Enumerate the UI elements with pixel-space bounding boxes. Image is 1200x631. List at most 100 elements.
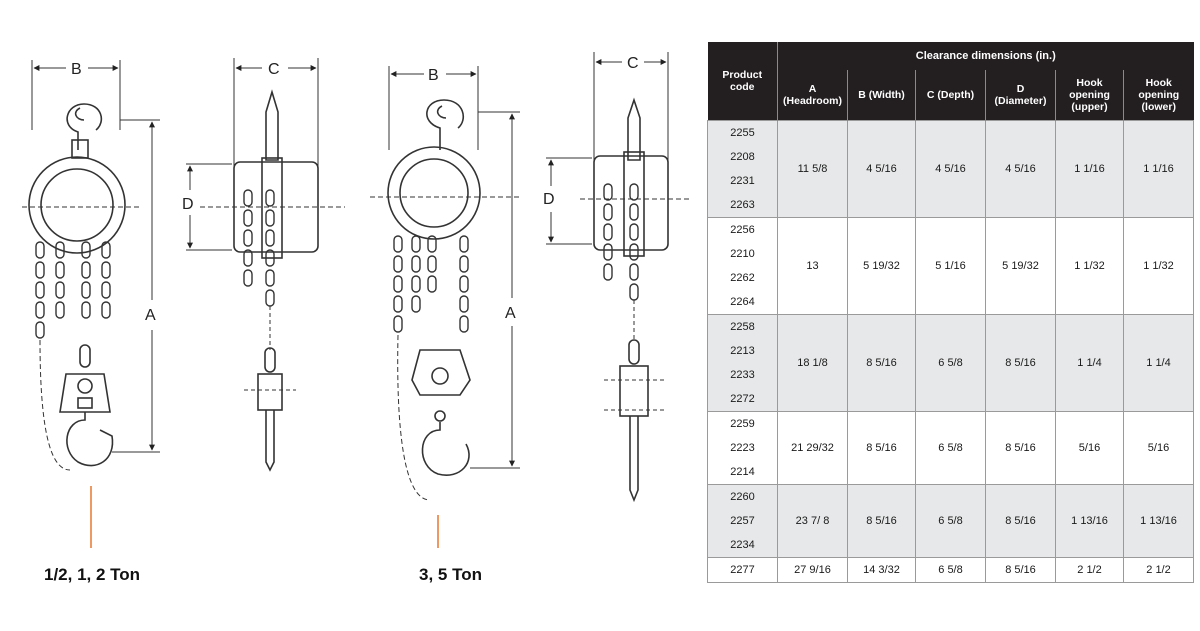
dimension-cell: 1 1/16 — [1055, 119, 1124, 218]
column-header: D(Diameter) — [985, 70, 1056, 120]
table-row: 2231 — [707, 168, 1194, 193]
product-code-cell: 2258 — [707, 313, 778, 339]
table-row: 2234 — [707, 532, 1194, 558]
dimension-cell: 5 1/16 — [915, 216, 986, 315]
dimension-cell: 8 5/16 — [847, 410, 916, 485]
dim-label-a-large: A — [505, 305, 516, 322]
column-header-line: (lower) — [1141, 100, 1176, 113]
dimension-cell: 5/16 — [1122, 410, 1195, 485]
product-code-cell: 2208 — [707, 144, 778, 169]
product-code-cell: 2233 — [707, 362, 778, 387]
dimension-cell: 5/16 — [1055, 410, 1124, 485]
column-header-line: D — [1016, 82, 1025, 95]
dimension-cell: 2 1/2 — [1122, 556, 1195, 583]
product-code-cell: 2262 — [707, 265, 778, 290]
dim-label-b-large: B — [428, 67, 439, 84]
dimension-cell: 27 9/16 — [777, 556, 848, 583]
table-row: 2214 — [707, 459, 1194, 485]
dim-label-d-small: D — [182, 196, 194, 213]
product-code-cell: 2223 — [707, 435, 778, 460]
dimension-cell: 8 5/16 — [847, 313, 916, 412]
dimension-cell: 13 — [777, 216, 848, 315]
table-row: 2233 — [707, 362, 1194, 387]
column-header-line: B (Width) — [858, 88, 905, 101]
product-code-cell: 2264 — [707, 289, 778, 315]
dimension-cell: 1 1/16 — [1122, 119, 1195, 218]
column-header: A(Headroom) — [777, 70, 848, 120]
clearance-group-header: Clearance dimensions (in.) — [776, 42, 1194, 70]
product-code-cell: 2214 — [707, 459, 778, 485]
product-code-header-line: code — [729, 80, 755, 93]
product-code-cell: 2256 — [707, 216, 778, 242]
product-code-cell: 2257 — [707, 508, 778, 533]
dim-label-b-small: B — [71, 61, 82, 78]
dim-label-a-small: A — [145, 307, 156, 324]
dimension-cell: 1 1/4 — [1122, 313, 1195, 412]
table-row: 2210 — [707, 241, 1194, 266]
dimension-cell: 4 5/16 — [915, 119, 986, 218]
dim-label-d-large: D — [543, 191, 555, 208]
column-header-line: C (Depth) — [926, 88, 975, 101]
dimension-cell: 8 5/16 — [985, 483, 1056, 558]
column-header-line: A — [808, 82, 817, 95]
dimension-cell: 6 5/8 — [915, 556, 986, 583]
dimension-cell: 8 5/16 — [985, 410, 1056, 485]
dimension-cell: 11 5/8 — [777, 119, 848, 218]
product-code-cell: 2263 — [707, 192, 778, 218]
product-code-cell: 2260 — [707, 483, 778, 509]
product-code-cell: 2255 — [707, 119, 778, 145]
column-header-line: opening — [1069, 88, 1110, 101]
dimension-cell: 6 5/8 — [915, 313, 986, 412]
hoist-small-side-view — [186, 58, 345, 472]
dimension-cell: 6 5/8 — [915, 483, 986, 558]
column-header-line: (Headroom) — [783, 94, 842, 107]
dimension-cell: 1 1/32 — [1122, 216, 1195, 315]
table-row: 2213 — [707, 338, 1194, 363]
dimension-cell: 4 5/16 — [847, 119, 916, 218]
product-code-cell: 2234 — [707, 532, 778, 558]
dimension-cell: 8 5/16 — [985, 556, 1056, 583]
product-code-cell: 2231 — [707, 168, 778, 193]
column-header-line: (Diameter) — [994, 94, 1047, 107]
table-row: 2257 — [707, 508, 1194, 533]
hoist-large-front-view — [370, 66, 520, 501]
column-header-line: (upper) — [1071, 100, 1108, 113]
hoist-large-side-view — [546, 52, 690, 503]
product-code-cell: 2213 — [707, 338, 778, 363]
table-row: 2208 — [707, 144, 1194, 169]
dim-label-c-small: C — [268, 61, 280, 78]
dimension-cell: 4 5/16 — [985, 119, 1056, 218]
product-code-cell: 2272 — [707, 386, 778, 412]
table-row: 2223 — [707, 435, 1194, 460]
product-code-cell: 2277 — [707, 556, 778, 583]
dimension-cell: 1 1/32 — [1055, 216, 1124, 315]
column-header: C (Depth) — [915, 70, 986, 120]
column-header-line: Hook — [1145, 76, 1172, 89]
table-row: 2263 — [707, 192, 1194, 218]
table-row: 2264 — [707, 289, 1194, 315]
dimension-cell: 5 19/32 — [985, 216, 1056, 315]
dimension-cell: 1 1/4 — [1055, 313, 1124, 412]
product-code-cell: 2210 — [707, 241, 778, 266]
dimension-cell: 1 13/16 — [1122, 483, 1195, 558]
dimension-cell: 5 19/32 — [847, 216, 916, 315]
dimension-cell: 8 5/16 — [985, 313, 1056, 412]
dimension-cell: 2 1/2 — [1055, 556, 1124, 583]
dimension-cell: 14 3/32 — [847, 556, 916, 583]
dimension-cell: 1 13/16 — [1055, 483, 1124, 558]
product-code-cell: 2259 — [707, 410, 778, 436]
dimension-cell: 8 5/16 — [847, 483, 916, 558]
hoist-small-front-view — [22, 60, 160, 471]
dimension-cell: 6 5/8 — [915, 410, 986, 485]
hoist-drawings: B A C D — [22, 52, 690, 548]
dimension-cell: 18 1/8 — [777, 313, 848, 412]
